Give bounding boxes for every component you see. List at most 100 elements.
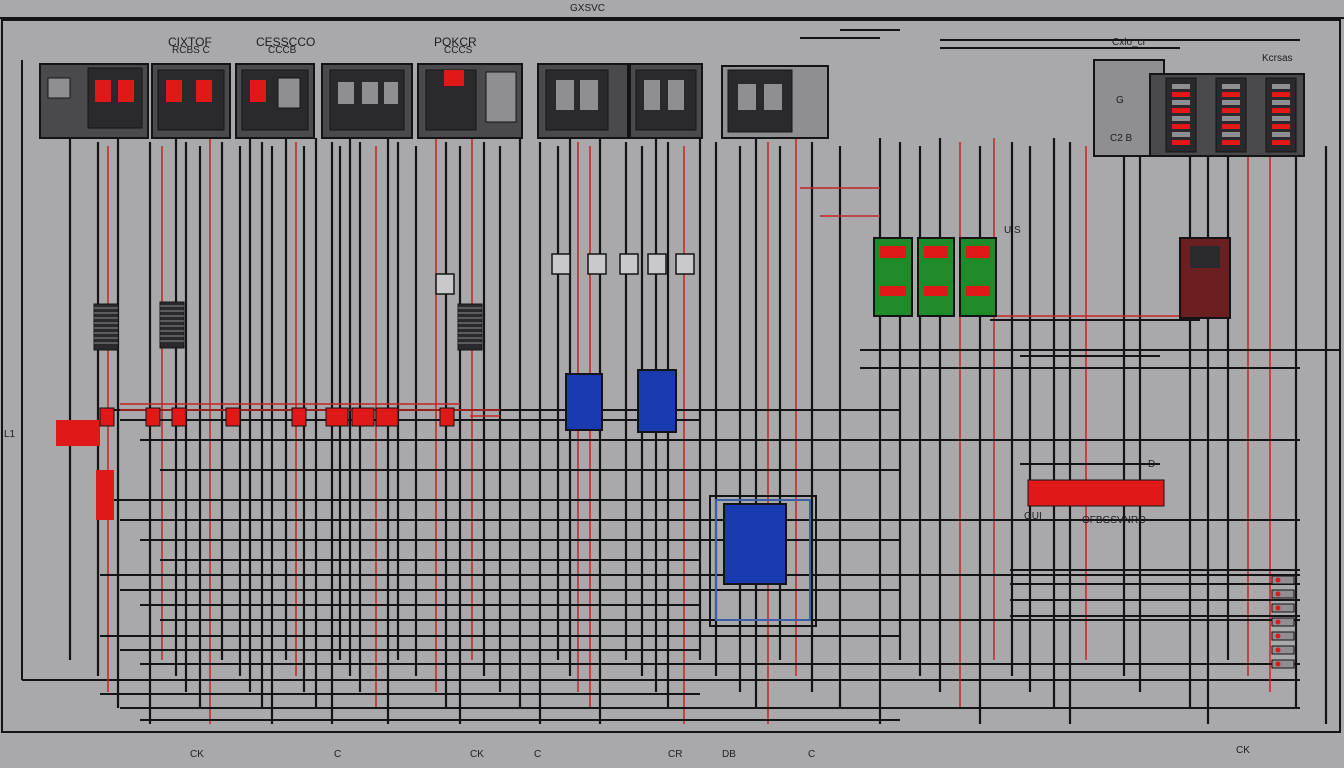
terminal-block (675, 253, 695, 275)
panel2-subtitle: CCCB (268, 45, 297, 56)
indicator-led (1222, 124, 1240, 129)
top-panel-3 (235, 63, 315, 139)
red-fuse (351, 407, 375, 427)
panel2-title: CESSCCO (256, 35, 316, 49)
terminal-marker (1275, 633, 1281, 639)
terminal-block (551, 253, 571, 275)
relay-right-tag: D (1148, 459, 1156, 470)
bottom-label-3: CK (470, 749, 484, 760)
top-panel-8 (721, 65, 829, 139)
terminal-screw (1271, 631, 1295, 641)
red-fuse (99, 407, 115, 427)
blue-controller (709, 495, 817, 627)
right-panel-indicators (1172, 84, 1290, 145)
bottom-label-7: C (808, 749, 816, 760)
indicator-led (1272, 108, 1290, 113)
right-group-label: Cxlo_cr (1112, 37, 1146, 48)
indicator-led (1222, 140, 1240, 145)
terminal-block (435, 273, 455, 295)
indicator-led (1222, 92, 1240, 97)
horizontal-bus-wires (100, 29, 1340, 721)
terminal-block (619, 253, 639, 275)
indicator-led (1172, 124, 1190, 129)
panel1-title: CIXTOF (168, 35, 212, 49)
terminal-screw (1271, 645, 1295, 655)
coil-block (93, 303, 119, 351)
top-panel-5 (417, 63, 523, 139)
terminal-marker (1275, 647, 1281, 653)
red-fuse (145, 407, 161, 427)
indicator-led (1172, 100, 1190, 105)
indicator-led (1272, 100, 1290, 105)
indicator-led (1172, 84, 1190, 89)
red-relay-right (1027, 479, 1165, 507)
terminal-screw (1271, 575, 1295, 585)
coil-blocks (93, 301, 483, 351)
top-panel-4 (321, 63, 413, 139)
red-fuse (225, 407, 241, 427)
red-fuse (439, 407, 455, 427)
top-center-label: GXSVC (570, 3, 606, 14)
relay-right-caption: OFBGSVNRO (1082, 515, 1146, 526)
indicator-led (1222, 132, 1240, 137)
indicator-led (1172, 132, 1190, 137)
coil-block (457, 303, 483, 351)
mid-right-label: U S (1004, 225, 1021, 236)
dark-red-module (1179, 237, 1231, 319)
bottom-label-2: C (334, 749, 342, 760)
red-fuse (375, 407, 399, 427)
indicator-led (1272, 92, 1290, 97)
bottom-label-4: C (534, 749, 542, 760)
terminal-block (587, 253, 607, 275)
left-edge-label: L1 (4, 429, 16, 440)
right-panel-label: Kcrsas (1262, 53, 1293, 64)
indicator-led (1172, 92, 1190, 97)
terminal-marker (1275, 661, 1281, 667)
red-fuse (96, 470, 114, 520)
red-fuse (325, 407, 349, 427)
bottom-label-5: CR (668, 749, 683, 760)
green-meter-group (873, 237, 997, 317)
bottom-label-8: CK (1236, 745, 1250, 756)
red-relay-left (56, 420, 100, 446)
terminal-marker (1275, 619, 1281, 625)
bottom-label-1: CK (190, 749, 204, 760)
terminal-marker (1275, 591, 1281, 597)
indicator-led (1222, 100, 1240, 105)
terminal-block (647, 253, 667, 275)
indicator-led (1272, 140, 1290, 145)
indicator-led (1172, 116, 1190, 121)
panel3-title: POKCR (434, 35, 477, 49)
top-panel-7 (629, 63, 703, 139)
blue-module-2 (637, 369, 677, 433)
relay-left-label: GUI (1024, 511, 1042, 522)
indicator-led (1272, 132, 1290, 137)
indicator-led (1222, 84, 1240, 89)
top-panel-1 (39, 63, 149, 139)
bottom-label-6: DB (722, 749, 736, 760)
right-terminal-strip (1271, 575, 1295, 669)
terminal-screw (1271, 603, 1295, 613)
terminal-marker (1275, 577, 1281, 583)
indicator-led (1222, 116, 1240, 121)
terminal-screw (1271, 659, 1295, 669)
indicator-led (1272, 116, 1290, 121)
indicator-led (1172, 140, 1190, 145)
indicator-led (1222, 108, 1240, 113)
indicator-led (1272, 124, 1290, 129)
terminal-screw (1271, 589, 1295, 599)
panel3-subtitle: CCCS (444, 45, 473, 56)
coil-block (159, 301, 185, 349)
blue-module-1 (565, 373, 603, 431)
terminal-screw (1271, 617, 1295, 627)
right-sub-label-2: C2 B (1110, 133, 1133, 144)
right-sub-label-1: G (1116, 95, 1124, 106)
terminal-blocks (435, 253, 695, 295)
panel1-subtitle: RCBS C (172, 45, 210, 56)
red-fuse (171, 407, 187, 427)
red-fuse (291, 407, 307, 427)
indicator-led (1272, 84, 1290, 89)
terminal-marker (1275, 605, 1281, 611)
indicator-led (1172, 108, 1190, 113)
